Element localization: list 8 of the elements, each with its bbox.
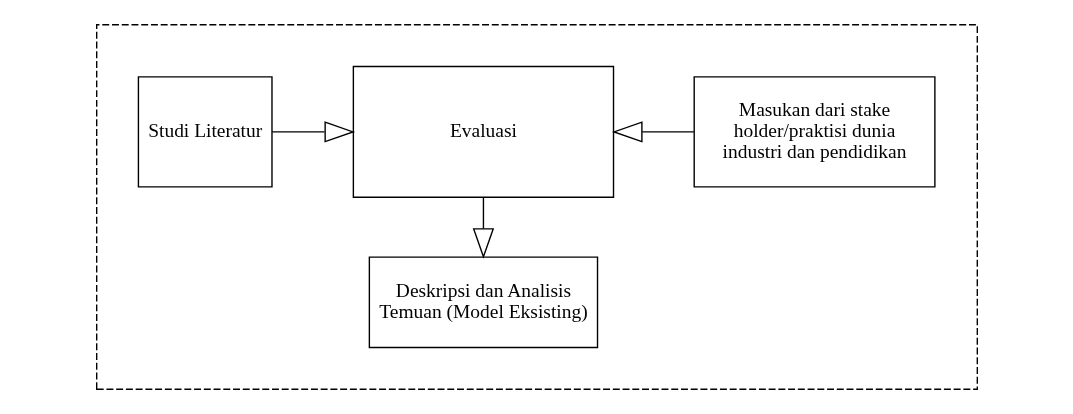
arrow <box>270 121 355 143</box>
node-box: Deskripsi dan Analisis Temuan (Model Eksisting) <box>368 256 598 349</box>
node-box: Evaluasi <box>352 65 614 198</box>
node-box: Studi Literatur <box>137 76 273 188</box>
arrow <box>611 121 695 143</box>
arrow <box>472 196 494 259</box>
node-box: Masukan dari stake holder/praktisi dunia industri dan pendidikan <box>693 76 936 188</box>
cluster <box>95 24 978 390</box>
